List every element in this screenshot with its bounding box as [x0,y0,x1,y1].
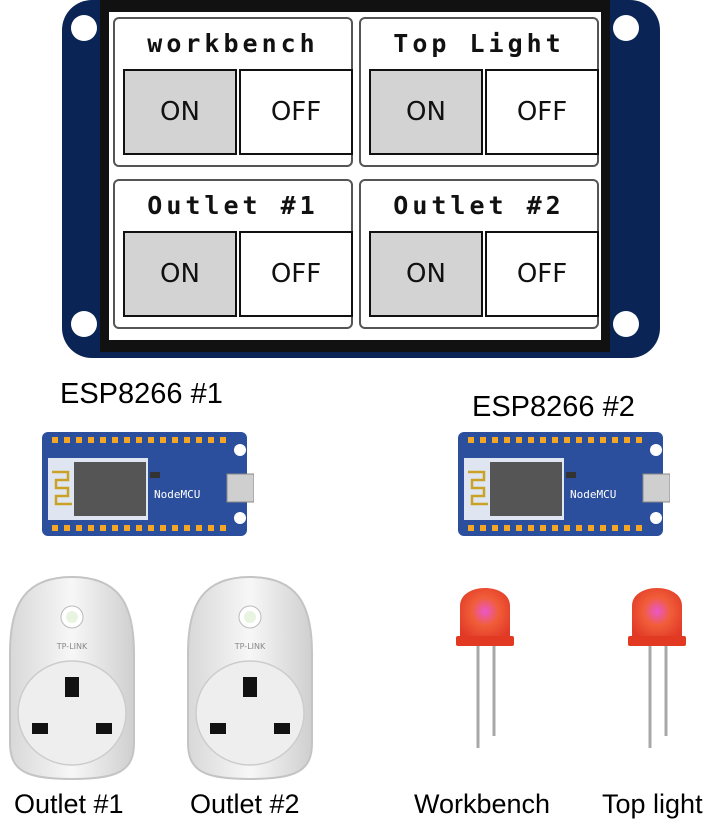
outlet-1-off-button[interactable]: OFF [239,231,353,317]
panel-top-light: Top Light ON OFF [359,17,599,167]
svg-text:NodeMCU: NodeMCU [154,488,200,501]
controller-2-title: ESP8266 #2 [472,391,635,423]
outlet-2-off-button[interactable]: OFF [485,231,599,317]
panel-outlet-1: Outlet #1 ON OFF [113,179,353,329]
smart-plug-outlet-2: TP-LINK [187,575,313,781]
outlet-2-label: Outlet #2 [190,789,300,819]
panel-title: Top Light [393,29,565,58]
nodemcu-board-1: NodeMCU [42,432,254,536]
outlet-1-on-button[interactable]: ON [123,231,237,317]
workbench-label: Workbench [414,789,551,819]
workbench-off-button[interactable]: OFF [239,69,353,155]
panel-title: Outlet #1 [147,191,319,220]
top-light-on-button[interactable]: ON [369,69,483,155]
led-top-light [628,588,686,748]
svg-text:TP-LINK: TP-LINK [234,642,266,651]
nodemcu-board-2: NodeMCU [458,432,670,536]
panel-title: workbench [147,29,319,58]
top-light-label: Top light [602,789,703,819]
svg-text:NodeMCU: NodeMCU [570,488,616,501]
outlet-1-label: Outlet #1 [14,789,124,819]
mount-hole-bottom-right [613,311,639,337]
outlet-2-on-button[interactable]: ON [369,231,483,317]
mount-hole-top-right [613,15,639,41]
mount-hole-bottom-left [71,311,97,337]
led-workbench [456,588,514,748]
controller-1-title: ESP8266 #1 [60,378,223,410]
workbench-on-button[interactable]: ON [123,69,237,155]
smart-plug-outlet-1: TP-LINK [9,575,135,781]
panel-title: Outlet #2 [393,191,565,220]
top-light-off-button[interactable]: OFF [485,69,599,155]
panel-workbench: workbench ON OFF [113,17,353,167]
svg-text:TP-LINK: TP-LINK [56,642,88,651]
mount-hole-top-left [71,15,97,41]
touch-screen: workbench ON OFF Top Light ON OFF Outlet… [109,12,601,340]
panel-outlet-2: Outlet #2 ON OFF [359,179,599,329]
